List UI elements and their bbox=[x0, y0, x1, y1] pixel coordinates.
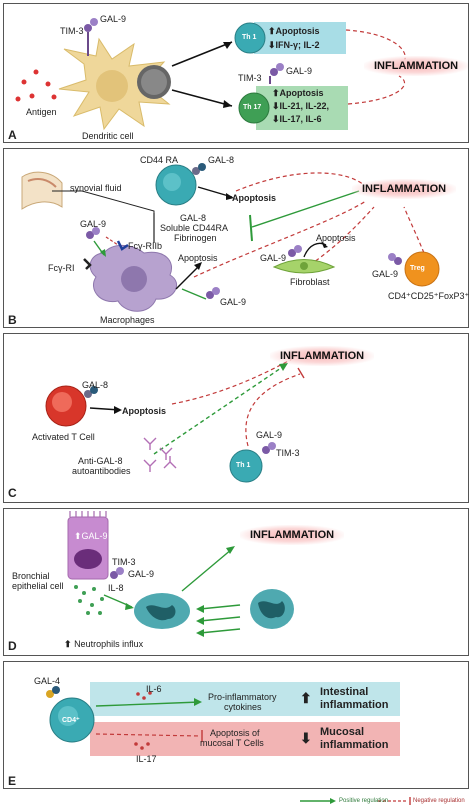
treg-phenotype-label: CD4⁺CD25⁺FoxP3⁺ bbox=[388, 291, 470, 301]
tim3-c-label: TIM-3 bbox=[276, 448, 300, 458]
panel-a: GAL-9 TIM-3 Antigen Dendritic cell Th 1 … bbox=[3, 3, 469, 143]
epithelial-label: epithelial cell bbox=[12, 581, 64, 591]
antibodies-icon bbox=[143, 437, 177, 472]
mucosal-t-label: mucosal T Cells bbox=[200, 738, 264, 748]
panel-c: GAL-8 Apoptosis Activated T Cell INFLAMM… bbox=[3, 333, 469, 503]
il8-label: IL-8 bbox=[108, 583, 124, 593]
cytokines-label: cytokines bbox=[224, 702, 262, 712]
blocker-cd44ra: Soluble CD44RA bbox=[160, 223, 229, 233]
panel-e: GAL-4 CD4⁺ IL-6 Pro-inflammatory cytokin… bbox=[3, 661, 469, 789]
fcgr1-label: Fcγ-RI bbox=[48, 263, 75, 273]
il17-label: IL-17 bbox=[136, 754, 157, 764]
panel-e-letter: E bbox=[8, 774, 17, 788]
cd44-label: CD44 RA bbox=[140, 155, 179, 165]
gal9-cell-label: ⬆GAL-9 bbox=[74, 531, 108, 541]
panel-e-graphics bbox=[46, 682, 400, 756]
antigen-label: Antigen bbox=[26, 107, 57, 117]
mac-apoptosis-label: Apoptosis bbox=[178, 253, 218, 263]
inflammation-a: INFLAMMATION bbox=[364, 56, 469, 76]
panel-d-letter: D bbox=[8, 639, 17, 653]
th1-label: Th 1 bbox=[242, 34, 257, 41]
autoantibodies-label: autoantibodies bbox=[72, 466, 131, 476]
gal8-label: GAL-8 bbox=[208, 155, 235, 165]
th17-effect-apoptosis: ⬆Apoptosis bbox=[272, 88, 324, 98]
bronchial-cell bbox=[67, 516, 109, 580]
joint-icon bbox=[21, 171, 63, 210]
blocker-gal8: GAL-8 bbox=[180, 213, 207, 223]
cd4-label: CD4⁺ bbox=[62, 717, 80, 724]
mucosal-box bbox=[90, 722, 400, 756]
gal9-th17-label: GAL-9 bbox=[286, 66, 313, 76]
apoptosis-c-label: Apoptosis bbox=[122, 406, 166, 416]
treg-cell bbox=[404, 251, 440, 287]
tim3-th17-label: TIM-3 bbox=[238, 73, 262, 83]
panel-c-letter: C bbox=[8, 486, 17, 500]
gal9-mac-label: GAL-9 bbox=[220, 297, 247, 307]
mucosal-arrow: ⬇ bbox=[300, 730, 312, 746]
apoptosis-mucosal-label: Apoptosis of bbox=[210, 728, 260, 738]
th17-label: Th 17 bbox=[243, 104, 262, 111]
panel-d-graphics bbox=[67, 511, 294, 637]
panel-a-graphics bbox=[15, 18, 406, 131]
th17-cell bbox=[238, 92, 270, 124]
macrophages-label: Macrophages bbox=[100, 315, 155, 325]
gal8-c-label: GAL-8 bbox=[82, 380, 109, 390]
fibro-apoptosis-label: Apoptosis bbox=[316, 233, 356, 243]
legend-graphics bbox=[300, 797, 411, 805]
panel-d: ⬆GAL-9 TIM-3 GAL-9 Bronchial epithelial … bbox=[3, 508, 469, 656]
th1-effect-cytokines: ⬇IFN-γ; IL-2 bbox=[268, 40, 320, 50]
tim3-d-label: TIM-3 bbox=[112, 557, 136, 567]
th17-effect-il21: ⬇IL-21, IL-22, bbox=[272, 101, 330, 111]
legend-negative: Negative regulation bbox=[413, 798, 465, 804]
anti-gal8-label: Anti-GAL-8 bbox=[78, 456, 123, 466]
apoptosis-b-label: Apoptosis bbox=[232, 193, 276, 203]
il6-label: IL-6 bbox=[146, 684, 162, 694]
gal9-label: GAL-9 bbox=[100, 14, 127, 24]
inflammation-b: INFLAMMATION bbox=[352, 179, 457, 199]
intestinal-arrow: ⬆ bbox=[300, 690, 312, 706]
panel-b-graphics bbox=[21, 163, 440, 312]
bronchial-label: Bronchial bbox=[12, 571, 50, 581]
gal9-d-label: GAL-9 bbox=[128, 569, 155, 579]
th1-effect-box bbox=[254, 22, 346, 54]
synovial-fluid-label: synovial fluid bbox=[70, 183, 122, 193]
panel-c-graphics bbox=[45, 357, 305, 483]
th1-cell-c bbox=[229, 449, 263, 483]
gal9-fibro-label: GAL-9 bbox=[260, 253, 287, 263]
th1-cell bbox=[234, 22, 266, 54]
inflammation-c: INFLAMMATION bbox=[270, 346, 375, 366]
panel-b: CD44 RA GAL-8 Apoptosis synovial fluid G… bbox=[3, 148, 469, 328]
blocker-fibrinogen: Fibrinogen bbox=[174, 233, 217, 243]
intestinal-label: Intestinal bbox=[320, 686, 369, 698]
intestinal-box bbox=[90, 682, 400, 716]
fibroblast-label: Fibroblast bbox=[290, 277, 330, 287]
legend-positive: Positive regulation bbox=[339, 798, 389, 804]
th17-effect-il17: ⬇IL-17, IL-6 bbox=[272, 114, 322, 124]
gal9-left-label: GAL-9 bbox=[80, 219, 107, 229]
inflammation-d: INFLAMMATION bbox=[240, 525, 345, 545]
activated-t-label: Activated T Cell bbox=[32, 432, 95, 442]
dendritic-cell-label: Dendritic cell bbox=[82, 131, 134, 141]
panel-a-letter: A bbox=[8, 128, 17, 142]
gal9-c-label: GAL-9 bbox=[256, 430, 283, 440]
inflammation-e2-label: inflammation bbox=[320, 739, 389, 751]
mucosal-label: Mucosal bbox=[320, 726, 365, 738]
th1-c-label: Th 1 bbox=[236, 462, 251, 469]
pro-inflammatory-label: Pro-inflammatory bbox=[208, 692, 277, 702]
inflammation-e1-label: inflammation bbox=[320, 699, 389, 711]
panel-b-letter: B bbox=[8, 313, 17, 327]
fcgr2b-label: Fcγ-RIIb bbox=[128, 241, 163, 251]
gal9-treg-label: GAL-9 bbox=[372, 269, 399, 279]
neutrophils-influx-label: ⬆ Neutrophils influx bbox=[64, 639, 144, 649]
th17-effect-box bbox=[256, 86, 348, 130]
legend: Positive regulation Negative regulation bbox=[0, 793, 474, 809]
gal4-label: GAL-4 bbox=[34, 676, 61, 686]
treg-label: Treg bbox=[410, 265, 425, 272]
th1-effect-apoptosis: ⬆Apoptosis bbox=[268, 26, 320, 36]
tim3-label: TIM-3 bbox=[60, 26, 84, 36]
